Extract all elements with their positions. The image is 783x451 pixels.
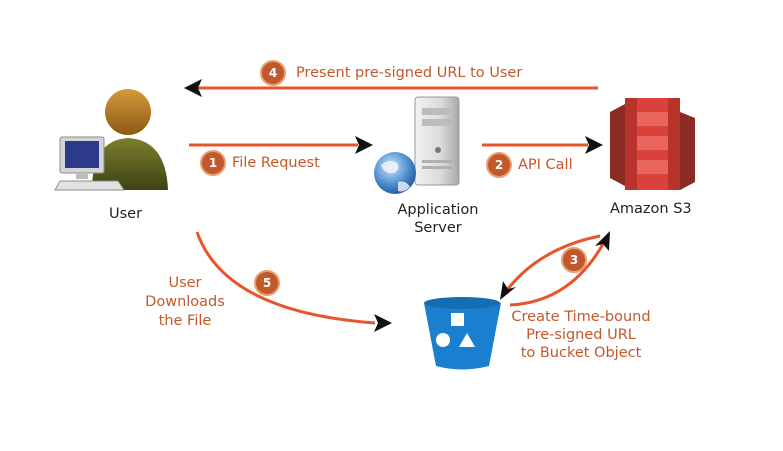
arrow-bucket-to-s3 [509, 231, 610, 307]
step-badge-5: 5 [254, 270, 280, 296]
step-5-line-3: the File [158, 313, 212, 329]
amazon-s3-label: Amazon S3 [610, 201, 692, 217]
globe-icon [374, 152, 416, 194]
step-4-label: Present pre-signed URL to User [296, 65, 523, 81]
user-label: User [109, 206, 143, 222]
app-server-line-1: Application [397, 202, 479, 218]
step-1-label: File Request [232, 155, 320, 171]
step-3-line-3: to Bucket Object [520, 345, 642, 361]
arrow-file-request [189, 136, 373, 154]
arrow-s3-to-bucket [500, 234, 601, 300]
step-3-label: Create Time-bound Pre-signed URL to Buck… [503, 308, 659, 362]
arrow-present-url [184, 79, 598, 97]
step-badge-2: 2 [486, 152, 512, 178]
step-2-label: API Call [518, 157, 573, 173]
arrow-user-download [195, 231, 392, 332]
bucket-icon [424, 297, 501, 370]
step-5-line-2: Downloads [145, 294, 225, 310]
app-server-label: Application Server [378, 201, 498, 237]
step-5-line-1: User [168, 275, 202, 291]
server-icon [374, 96, 460, 194]
amazon-s3-icon [610, 98, 695, 190]
step-3-line-1: Create Time-bound [511, 309, 651, 325]
step-5-label: User Downloads the File [130, 274, 240, 331]
step-badge-3: 3 [561, 247, 587, 273]
computer-icon [54, 136, 125, 191]
app-server-line-2: Server [414, 220, 462, 236]
arrow-api-call [482, 136, 603, 154]
step-3-line-2: Pre-signed URL [526, 327, 636, 343]
step-badge-4: 4 [260, 60, 286, 86]
user-icon [54, 89, 168, 191]
step-badge-1: 1 [200, 150, 226, 176]
